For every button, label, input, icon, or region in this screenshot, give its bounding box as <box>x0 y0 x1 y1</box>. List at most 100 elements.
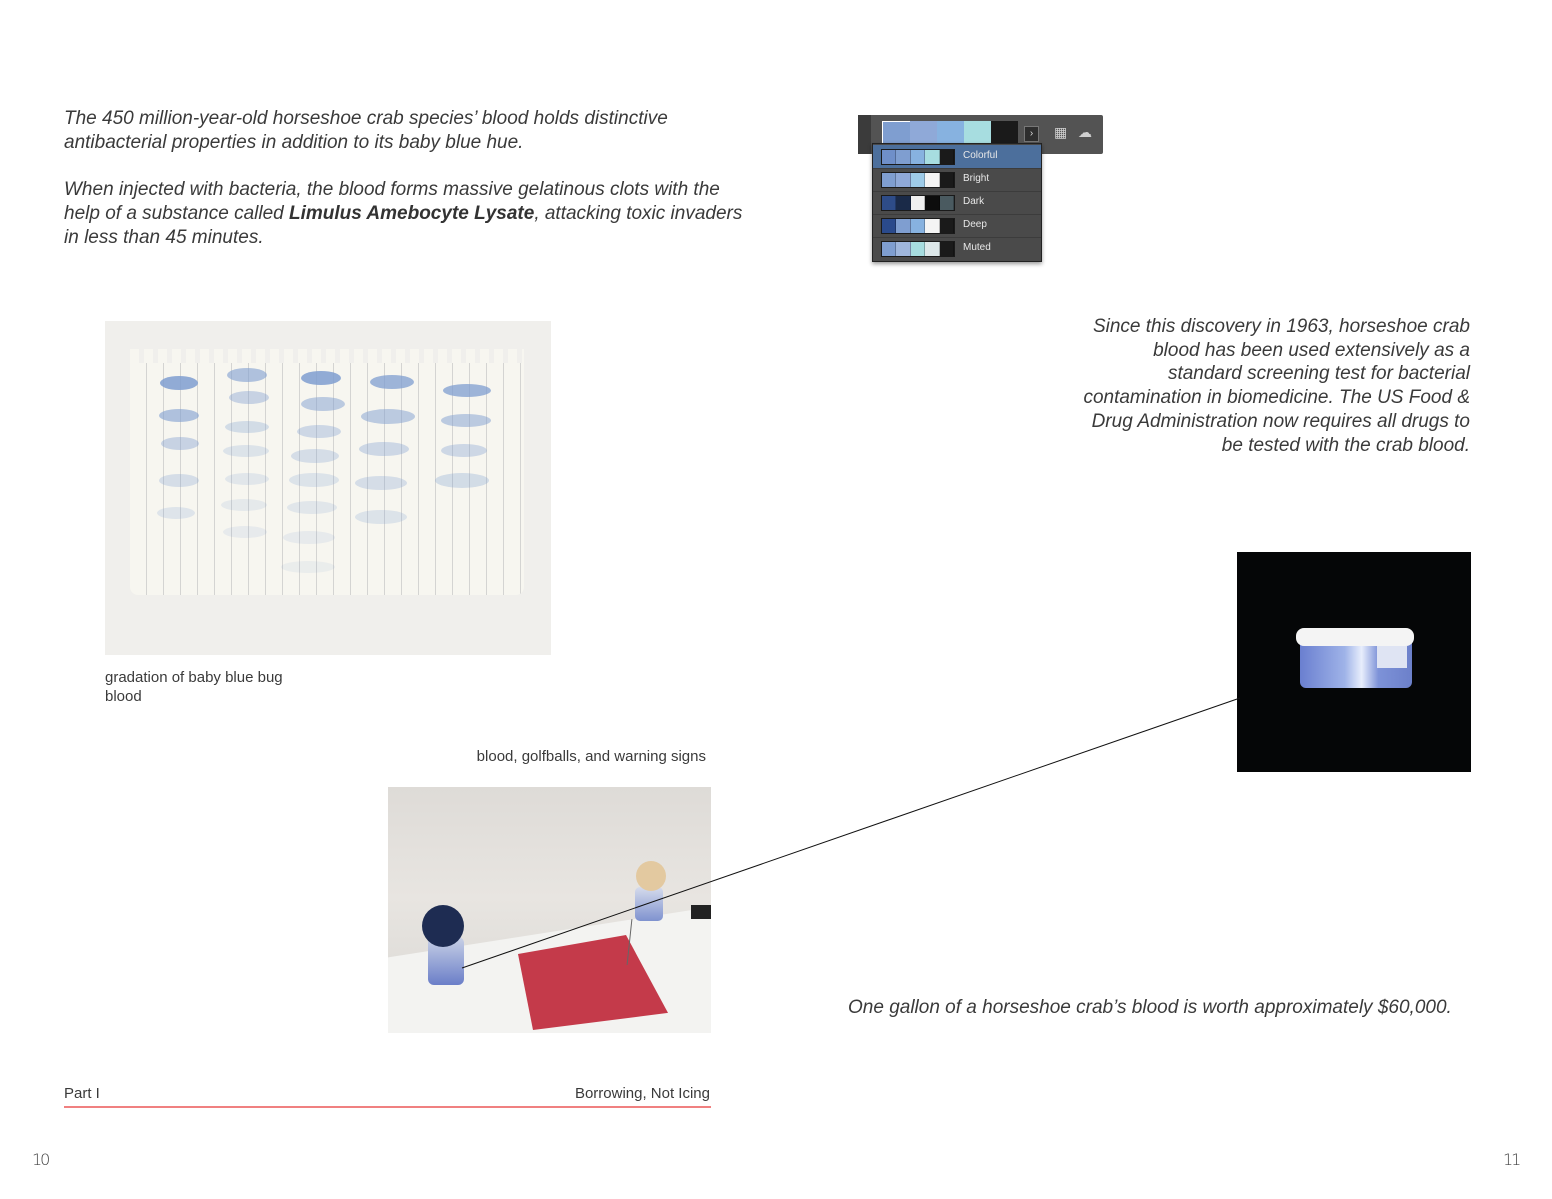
shelf-photo-caption: blood, golfballs, and warning signs <box>476 748 706 765</box>
palette-color-chip <box>896 173 911 187</box>
palette-color-chip <box>939 242 955 256</box>
palette-preview <box>881 195 955 211</box>
blood-dot <box>301 371 341 385</box>
notebook-sheet <box>130 357 524 595</box>
jar-label <box>1377 646 1407 668</box>
blood-dot <box>435 473 489 488</box>
blue-dots-paper-photo <box>105 321 551 655</box>
blood-dot <box>157 507 195 519</box>
dropdown-divider <box>873 168 1041 169</box>
blood-dot <box>221 499 267 511</box>
footer-rule <box>64 1106 711 1108</box>
dropdown-divider <box>873 214 1041 215</box>
palette-option-dark[interactable]: Dark <box>873 191 1041 214</box>
palette-color-chip <box>925 173 940 187</box>
grid-icon[interactable]: ▦ <box>1054 124 1068 140</box>
blood-dot <box>225 473 269 485</box>
palette-color-chip <box>910 242 926 256</box>
palette-color-chip <box>925 150 940 164</box>
page-number-left: 10 <box>32 1150 50 1169</box>
intro-p2-bold: Limulus Amebocyte Lysate <box>289 203 535 224</box>
palette-color-chip <box>925 196 940 210</box>
palette-color-chip <box>939 219 955 233</box>
palette-option-muted[interactable]: Muted <box>873 237 1041 260</box>
blood-dot <box>291 449 339 463</box>
blood-dot <box>229 391 269 404</box>
paper-photo-caption: gradation of baby blue bug blood <box>105 669 283 705</box>
blood-dot <box>297 425 341 438</box>
blood-dot <box>301 397 345 411</box>
blood-dot <box>370 375 414 389</box>
palette-color-chip <box>939 150 955 164</box>
palette-option-bright[interactable]: Bright <box>873 168 1041 191</box>
swatch-3[interactable] <box>937 121 964 144</box>
blood-dot <box>281 561 335 573</box>
intro-paragraph-2: When injected with bacteria, the blood f… <box>64 178 744 250</box>
blood-dot <box>289 473 339 487</box>
palette-option-label: Colorful <box>963 150 998 161</box>
palette-preview <box>881 218 955 234</box>
palette-option-deep[interactable]: Deep <box>873 214 1041 237</box>
page-number-right: 11 <box>1503 1150 1521 1169</box>
chevron-right-icon[interactable]: › <box>1024 126 1039 142</box>
blood-dot <box>159 409 199 422</box>
palette-option-label: Deep <box>963 219 987 230</box>
palette-color-chip <box>882 242 897 256</box>
blood-dot <box>441 444 487 457</box>
blood-dot <box>225 421 269 433</box>
blood-dot <box>283 531 335 544</box>
shelf-objects-photo <box>388 787 711 1033</box>
dropdown-divider <box>873 191 1041 192</box>
palette-color-chip <box>896 196 911 210</box>
palette-color-chip <box>896 242 911 256</box>
blood-dot <box>161 437 199 450</box>
blue-jar-small <box>635 887 663 921</box>
jar-lid <box>1296 628 1414 646</box>
palette-color-chip <box>910 196 926 210</box>
footer-title: Borrowing, Not Icing <box>574 1085 710 1102</box>
tan-golfball <box>636 861 666 891</box>
blood-dot <box>159 474 199 487</box>
blood-dot <box>443 384 491 397</box>
blood-dot <box>223 445 269 457</box>
torn-edge <box>130 349 524 363</box>
swatch-2[interactable] <box>910 121 937 144</box>
blood-dot <box>441 414 491 427</box>
swatch-4[interactable] <box>964 121 991 144</box>
palette-color-chip <box>910 150 926 164</box>
blood-dot <box>355 510 407 524</box>
palette-color-chip <box>939 173 955 187</box>
blood-dot <box>227 368 267 382</box>
discovery-paragraph: Since this discovery in 1963, horseshoe … <box>1083 316 1470 456</box>
cloud-icon[interactable]: ☁ <box>1078 124 1092 140</box>
palette-preview <box>881 149 955 165</box>
dark-object <box>691 905 711 919</box>
palette-color-chip <box>925 219 940 233</box>
intro-p2-end: , attacking toxic invaders in less than … <box>64 203 743 248</box>
blood-dot <box>361 409 415 424</box>
palette-color-chip <box>896 219 911 233</box>
palette-color-chip <box>882 173 897 187</box>
palette-option-colorful[interactable]: Colorful <box>873 145 1041 168</box>
blood-dot <box>287 501 337 514</box>
intro-paragraph-1: The 450 million-year-old horseshoe crab … <box>64 108 668 153</box>
palette-preview <box>881 172 955 188</box>
palette-color-chip <box>882 196 897 210</box>
palette-color-chip <box>896 150 911 164</box>
palette-color-chip <box>910 219 926 233</box>
palette-preview <box>881 241 955 257</box>
blood-dot <box>359 442 409 456</box>
footer-section-label: Part I <box>64 1085 100 1102</box>
palette-color-chip <box>910 173 926 187</box>
toolbar-grip <box>858 115 871 154</box>
palette-option-label: Bright <box>963 173 990 184</box>
dropdown-divider <box>873 237 1041 238</box>
palette-color-chip <box>939 196 955 210</box>
intro-p2-start: When injected with bacteria, the blood f… <box>64 179 720 224</box>
palette-color-chip <box>882 150 897 164</box>
palette-color-chip <box>882 219 897 233</box>
navy-golfball <box>422 905 464 947</box>
swatch-5[interactable] <box>991 121 1018 144</box>
palette-option-label: Dark <box>963 196 985 207</box>
